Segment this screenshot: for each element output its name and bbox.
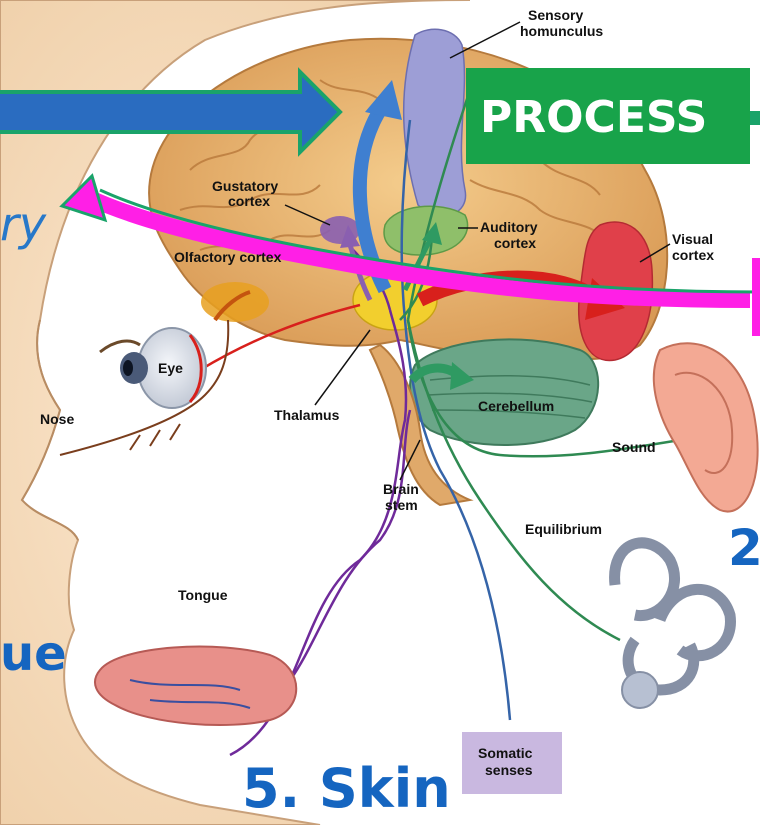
italic-partial-label: ry xyxy=(0,196,46,252)
label-gustatory-line1: Gustatory xyxy=(212,178,278,194)
cerebellum xyxy=(410,339,598,445)
ear xyxy=(654,343,758,511)
label-auditory-line2: cortex xyxy=(494,235,536,251)
label-brain-stem-line1: Brain xyxy=(383,481,419,497)
label-nose: Nose xyxy=(40,411,74,427)
inner-ear-vestibule xyxy=(622,672,658,708)
label-visual-line1: Visual xyxy=(672,231,713,247)
process-label: PROCESS xyxy=(480,92,707,143)
inner-ear xyxy=(615,543,731,690)
label-equilibrium: Equilibrium xyxy=(525,521,602,537)
label-sound: Sound xyxy=(612,439,656,455)
skin-label: 5. Skin xyxy=(242,758,451,820)
somatosensory-strip xyxy=(404,29,466,215)
number-partial-label: 2 xyxy=(728,520,760,576)
label-visual-line2: cortex xyxy=(672,247,714,263)
tongue-partial-label: ue xyxy=(0,626,67,682)
label-auditory-line1: Auditory xyxy=(480,219,538,235)
label-tongue: Tongue xyxy=(178,587,228,603)
label-somatic-line1: Somatic xyxy=(478,745,533,761)
label-sensory-homunculus-line2: homunculus xyxy=(520,23,603,39)
label-thalamus: Thalamus xyxy=(274,407,340,423)
magenta-edge-box xyxy=(752,258,760,336)
label-gustatory-line2: cortex xyxy=(228,193,270,209)
label-brain-stem-line2: stem xyxy=(385,497,418,513)
olfactory-nerve-branch xyxy=(130,424,180,450)
label-sensory-homunculus-line1: Sensory xyxy=(528,7,583,23)
label-eye: Eye xyxy=(158,360,183,376)
label-olfactory-cortex: Olfactory cortex xyxy=(174,249,282,265)
process-callout: PROCESS xyxy=(466,68,750,164)
label-somatic-line2: senses xyxy=(485,762,533,778)
eye xyxy=(100,328,206,408)
label-cerebellum: Cerebellum xyxy=(478,398,554,414)
